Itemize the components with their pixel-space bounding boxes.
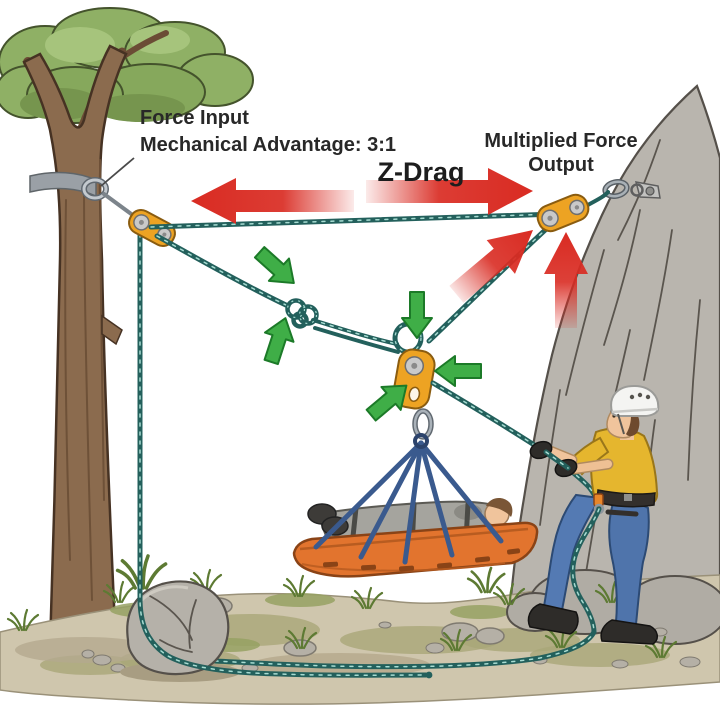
label-output-line1: Multiplied Force [484,130,637,152]
label-mechanical-advantage: Mechanical Advantage: 3:1 [140,134,396,156]
annotations: Force Input Mechanical Advantage: 3:1 Z-… [100,107,638,187]
bridle-apex-ring [413,433,429,449]
anchor-tree [0,7,254,650]
haul-rope-ground-strand [212,629,597,670]
mainline-top-rope [148,211,560,230]
litter-assembly [292,433,539,578]
arrow-diagonal-output [449,230,533,303]
label-zdrag-title: Z-Drag [378,157,465,187]
prusik-knot [285,298,319,329]
litter-rail-slots [323,548,521,572]
force-arrows-red [191,168,588,328]
rescuer-back-leg [608,498,650,626]
rope-in-hands [543,449,571,471]
tree-trunk [22,44,128,650]
arrow-up-output [544,232,588,328]
label-output-line2: Output [528,154,594,176]
label-force-input: Force Input [140,107,249,129]
rope-end-tip [425,671,433,679]
diagonal-rope-to-prusik [154,233,400,354]
mainline-tail-rope [137,231,433,679]
boulder [120,580,240,682]
rope-from-harness [570,506,602,635]
rescuer [527,384,660,645]
patient-hair [486,497,513,517]
rope-to-rock-pulley [426,218,558,344]
pebbles [81,621,701,673]
litter-bridle [313,433,504,565]
leader-line [100,157,135,187]
rock-anchor-rigging [536,179,661,233]
rescuer-front-boot [527,603,579,635]
arrow-right-output [366,168,533,215]
rock-pulley [536,193,590,233]
arrow-left-input [191,178,354,224]
chin-strap [617,413,625,435]
rescuer-back-boot [600,619,658,645]
branch-stub [101,314,123,346]
litter-basket [292,521,539,578]
